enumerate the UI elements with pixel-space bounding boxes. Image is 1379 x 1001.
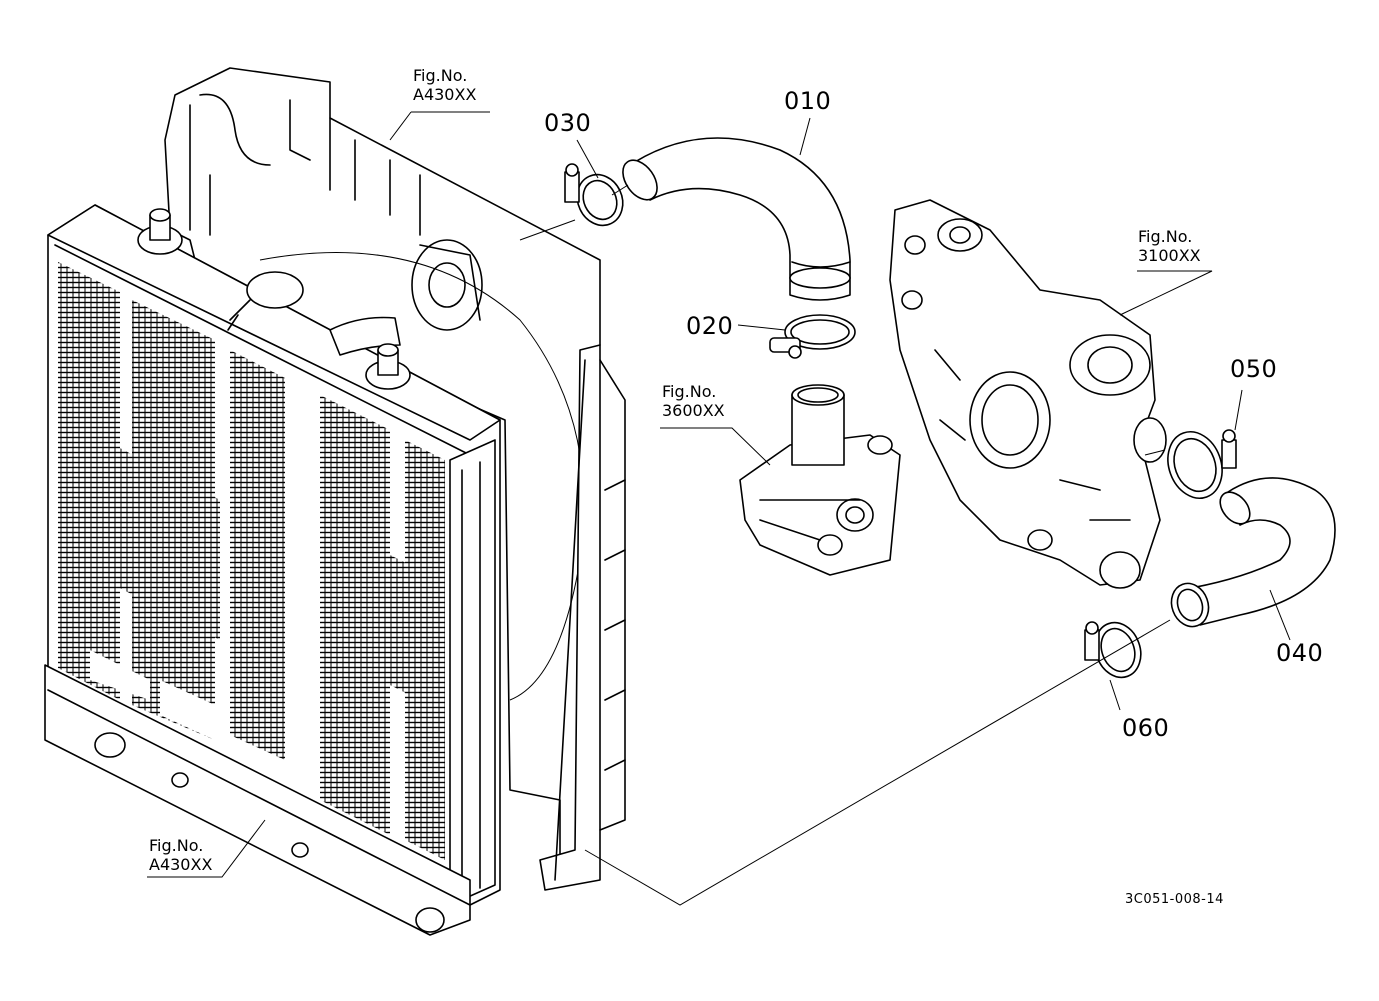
water-pump-housing — [889, 199, 1167, 589]
thermostat-housing — [739, 384, 901, 576]
figure-ref-line2: 3600XX — [662, 401, 725, 420]
figure-ref-radiator-top: Fig.No. A430XX — [413, 66, 476, 104]
figure-ref-line1: Fig.No. — [662, 382, 717, 401]
part-label-040: 040 — [1276, 639, 1324, 667]
figure-ref-line1: Fig.No. — [413, 66, 468, 85]
figure-ref-line2: A430XX — [413, 85, 477, 104]
clamp-060 — [1084, 621, 1142, 679]
figure-ref-radiator-bottom: Fig.No. A430XX — [149, 836, 212, 874]
upper-hose-010 — [622, 137, 851, 301]
figure-ref-line1: Fig.No. — [1138, 227, 1193, 246]
figure-ref-line2: A430XX — [149, 855, 213, 874]
assembly-lines — [519, 184, 1171, 906]
part-label-010: 010 — [784, 87, 832, 115]
clamp-050 — [1167, 429, 1237, 499]
radiator-assembly — [44, 67, 626, 936]
leader-lines — [147, 111, 1291, 878]
figure-ref-line2: 3100XX — [1138, 246, 1201, 265]
part-label-020: 020 — [686, 312, 734, 340]
clamp-030 — [564, 163, 624, 227]
part-label-050: 050 — [1230, 355, 1278, 383]
figure-ref-line1: Fig.No. — [149, 836, 204, 855]
figure-ref-water-pump: Fig.No. 3100XX — [1138, 227, 1201, 265]
document-id: 3C051-008-14 — [1125, 892, 1224, 907]
lower-hose-040 — [1170, 477, 1336, 628]
part-label-030: 030 — [544, 109, 592, 137]
figure-ref-thermostat: Fig.No. 3600XX — [662, 382, 725, 420]
clamp-020 — [769, 314, 856, 359]
part-label-060: 060 — [1122, 714, 1170, 742]
